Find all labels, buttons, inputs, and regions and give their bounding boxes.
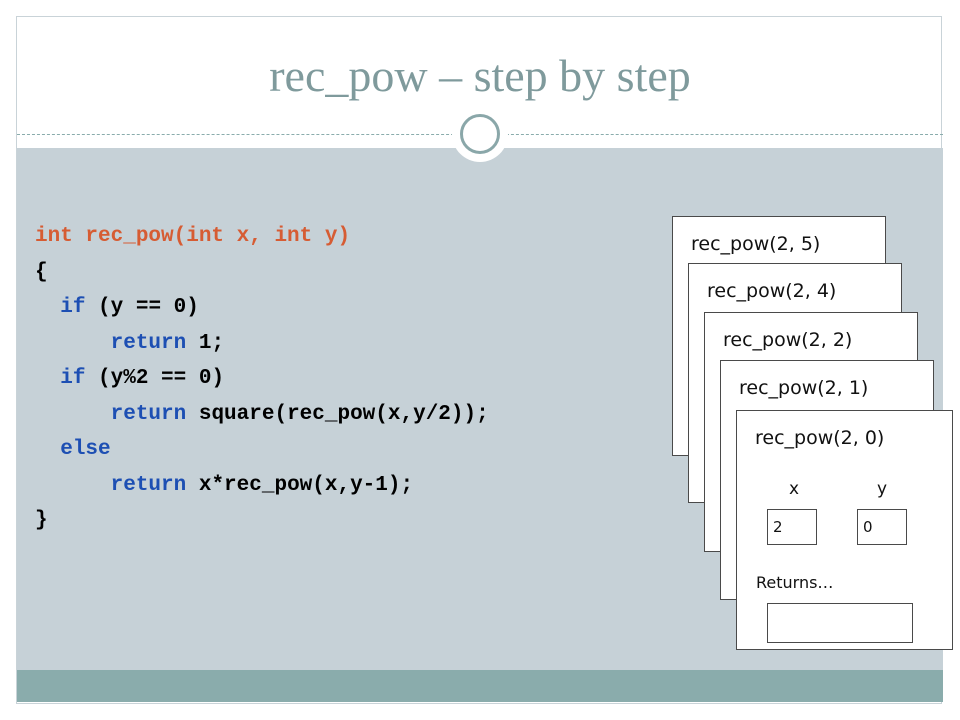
code-close-brace: } bbox=[35, 509, 48, 532]
code-keyword-return: return bbox=[110, 402, 187, 426]
footer-bar bbox=[17, 670, 943, 702]
stack-frame-call: rec_pow(2, 0) bbox=[755, 427, 885, 449]
var-x-label: x bbox=[789, 479, 800, 499]
code-open-brace: { bbox=[35, 260, 48, 284]
code-keyword-return: return bbox=[110, 331, 187, 355]
code-block: int rec_pow(int x, int y) { if (y == 0) … bbox=[35, 219, 489, 539]
code-text: 1; bbox=[186, 331, 225, 355]
var-y-value-box: 0 bbox=[857, 509, 907, 545]
stack-frame-5: rec_pow(2, 0) x y 2 0 Returns… bbox=[736, 410, 953, 650]
code-keyword-if: if bbox=[60, 296, 86, 319]
function-signature: int rec_pow(int x, int y) bbox=[35, 225, 351, 248]
stack-frame-call: rec_pow(2, 2) bbox=[723, 329, 853, 351]
returns-label: Returns… bbox=[756, 573, 834, 592]
slide-title: rec_pow – step by step bbox=[269, 50, 691, 101]
code-keyword-return: return bbox=[110, 473, 187, 497]
circle-ornament-icon bbox=[452, 106, 508, 162]
var-y-label: y bbox=[877, 479, 888, 499]
stack-frame-call: rec_pow(2, 4) bbox=[707, 280, 837, 302]
code-text: (y%2 == 0) bbox=[85, 367, 225, 390]
code-text: square(rec_pow(x,y/2)); bbox=[186, 402, 489, 426]
stack-frame-call: rec_pow(2, 1) bbox=[739, 377, 869, 399]
code-text: x*rec_pow(x,y-1); bbox=[186, 473, 414, 497]
return-value-box bbox=[767, 603, 913, 643]
stack-frame-call: rec_pow(2, 5) bbox=[691, 233, 821, 255]
code-text: (y == 0) bbox=[85, 296, 199, 319]
var-x-value-box: 2 bbox=[767, 509, 817, 545]
code-keyword-else: else bbox=[60, 438, 111, 461]
code-keyword-if: if bbox=[60, 367, 86, 390]
